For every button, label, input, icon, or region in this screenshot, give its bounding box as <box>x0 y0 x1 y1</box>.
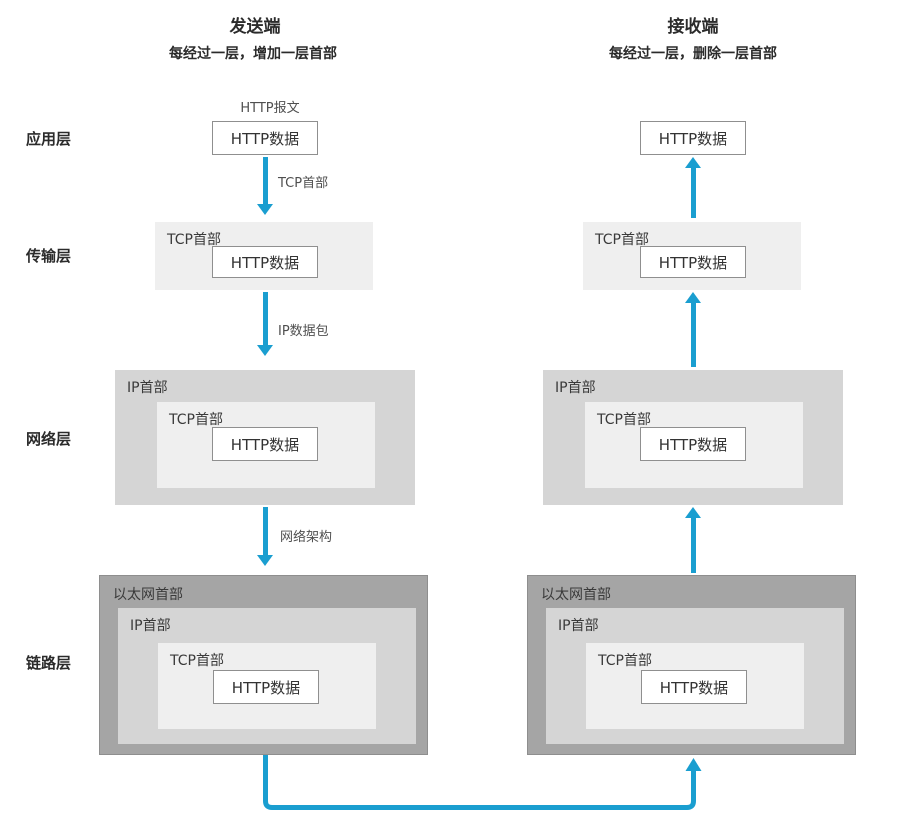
arrow-shaft <box>263 507 268 555</box>
layer-label-link: 链路层 <box>26 654 72 672</box>
receiver-transport-label: TCP首部 <box>595 232 649 248</box>
arrow-down-icon <box>257 345 273 356</box>
tcp-header-label: TCP首部 <box>597 412 651 428</box>
receiver-transport-box: TCP首部 HTTP数据 <box>583 222 801 290</box>
arrow-down-icon <box>257 204 273 215</box>
arrow-up-icon <box>685 758 702 771</box>
receiver-arrow-network-to-transport <box>685 292 701 367</box>
sender-arrow-network-to-link <box>257 507 273 566</box>
http-data-label: HTTP数据 <box>658 253 728 272</box>
arrow-shaft <box>691 518 696 573</box>
receiver-transport-http-box: HTTP数据 <box>640 246 746 278</box>
http-data-label: HTTP数据 <box>659 678 729 697</box>
layer-label-application: 应用层 <box>26 130 72 148</box>
receiver-link-label: 以太网首部 <box>541 587 611 603</box>
receiver-title: 接收端 <box>667 17 719 37</box>
receiver-arrow-transport-to-app <box>685 157 701 218</box>
sender-network-http-box: HTTP数据 <box>212 427 318 461</box>
arrow-shaft <box>691 168 696 218</box>
sender-link-http-box: HTTP数据 <box>213 670 319 704</box>
receiver-link-ip-box: IP首部 TCP首部 HTTP数据 <box>546 608 844 744</box>
http-data-label: HTTP数据 <box>231 678 301 697</box>
http-data-label: HTTP数据 <box>230 435 300 454</box>
ip-header-label: IP首部 <box>558 618 599 634</box>
http-message-label: HTTP报文 <box>240 101 300 116</box>
receiver-arrow-link-to-network <box>685 507 701 573</box>
sender-link-ip-box: IP首部 TCP首部 HTTP数据 <box>118 608 416 744</box>
sender-network-tcp-box: TCP首部 HTTP数据 <box>157 402 375 488</box>
sender-arrow-transport-to-network <box>257 292 273 356</box>
receiver-app-http-box: HTTP数据 <box>640 121 746 155</box>
arrow-up-icon <box>685 292 701 303</box>
layer-label-transport: 传输层 <box>26 247 72 265</box>
sender-arrow-app-to-transport <box>257 157 273 215</box>
http-data-label: HTTP数据 <box>658 435 728 454</box>
sender-transport-label: TCP首部 <box>167 232 221 248</box>
sender-link-label: 以太网首部 <box>113 587 183 603</box>
arrow-label-network-arch: 网络架构 <box>280 530 333 545</box>
connector-path <box>263 755 696 810</box>
http-data-label: HTTP数据 <box>230 253 300 272</box>
receiver-network-http-box: HTTP数据 <box>640 427 746 461</box>
arrow-up-icon <box>685 507 701 518</box>
arrow-shaft <box>263 157 268 204</box>
layer-label-network: 网络层 <box>26 430 72 448</box>
receiver-network-tcp-box: TCP首部 HTTP数据 <box>585 402 803 488</box>
arrow-label-ip-packet: IP数据包 <box>278 324 329 339</box>
tcp-header-label: TCP首部 <box>598 653 652 669</box>
receiver-link-http-box: HTTP数据 <box>641 670 747 704</box>
sender-network-box: IP首部 TCP首部 HTTP数据 <box>115 370 415 505</box>
sender-network-label: IP首部 <box>127 380 168 396</box>
sender-link-box: 以太网首部 IP首部 TCP首部 HTTP数据 <box>99 575 428 755</box>
arrow-shaft <box>691 303 696 367</box>
tcp-header-label: TCP首部 <box>170 653 224 669</box>
receiver-network-box: IP首部 TCP首部 HTTP数据 <box>543 370 843 505</box>
receiver-app-http-label: HTTP数据 <box>658 129 728 148</box>
ip-header-label: IP首部 <box>130 618 171 634</box>
receiver-subtitle: 每经过一层，删除一层首部 <box>609 46 777 62</box>
bottom-connector-arrow <box>263 755 702 810</box>
sender-app-http-label: HTTP数据 <box>230 129 300 148</box>
receiver-network-label: IP首部 <box>555 380 596 396</box>
arrow-label-tcp-header: TCP首部 <box>278 176 329 191</box>
receiver-link-box: 以太网首部 IP首部 TCP首部 HTTP数据 <box>527 575 856 755</box>
sender-app-http-box: HTTP数据 <box>212 121 318 155</box>
tcp-header-label: TCP首部 <box>169 412 223 428</box>
arrow-up-icon <box>685 157 701 168</box>
sender-link-tcp-box: TCP首部 HTTP数据 <box>158 643 376 729</box>
arrow-shaft <box>263 292 268 345</box>
sender-subtitle: 每经过一层，增加一层首部 <box>169 46 337 62</box>
sender-title: 发送端 <box>229 17 281 37</box>
sender-transport-box: TCP首部 HTTP数据 <box>155 222 373 290</box>
receiver-link-tcp-box: TCP首部 HTTP数据 <box>586 643 804 729</box>
sender-transport-http-box: HTTP数据 <box>212 246 318 278</box>
arrow-down-icon <box>257 555 273 566</box>
